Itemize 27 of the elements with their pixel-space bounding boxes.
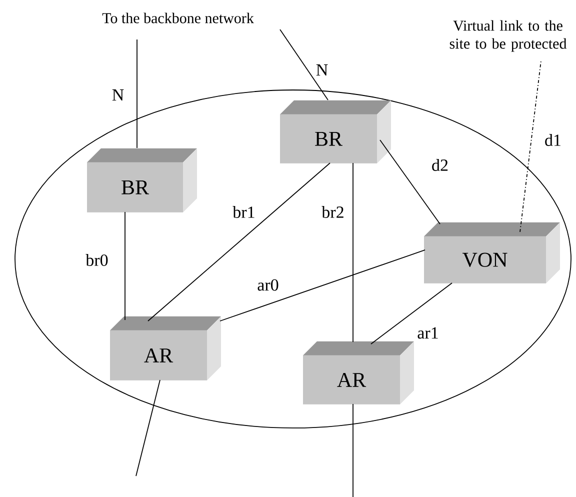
link-line bbox=[220, 250, 426, 322]
edge-label: br2 bbox=[321, 206, 345, 218]
router-box: BR bbox=[87, 148, 197, 212]
edge-label: ar1 bbox=[416, 326, 440, 340]
domain-ellipse bbox=[14, 90, 572, 428]
edge-label: N bbox=[111, 88, 125, 102]
router-box: BR bbox=[280, 100, 391, 164]
edge-label: br0 bbox=[85, 254, 109, 266]
router-box: VON bbox=[424, 222, 560, 284]
link-line bbox=[136, 380, 160, 476]
edge-label: d1 bbox=[544, 134, 562, 146]
link-line bbox=[124, 212, 126, 320]
link-line bbox=[380, 140, 440, 224]
link-line bbox=[370, 282, 452, 344]
link-line bbox=[280, 29, 328, 100]
link-line bbox=[136, 39, 138, 148]
link-line bbox=[520, 60, 542, 232]
edge-label: br1 bbox=[232, 206, 256, 218]
link-line bbox=[352, 162, 354, 342]
edge-label: N bbox=[315, 64, 329, 76]
router-box: AR bbox=[110, 316, 221, 380]
link-line bbox=[352, 404, 354, 497]
edge-label: d2 bbox=[431, 158, 449, 172]
caption-text: To the backbone network bbox=[102, 12, 254, 24]
edge-label: ar0 bbox=[256, 278, 280, 292]
caption-text: Virtual link to the site to be protected bbox=[450, 20, 567, 52]
router-box: AR bbox=[303, 341, 414, 404]
